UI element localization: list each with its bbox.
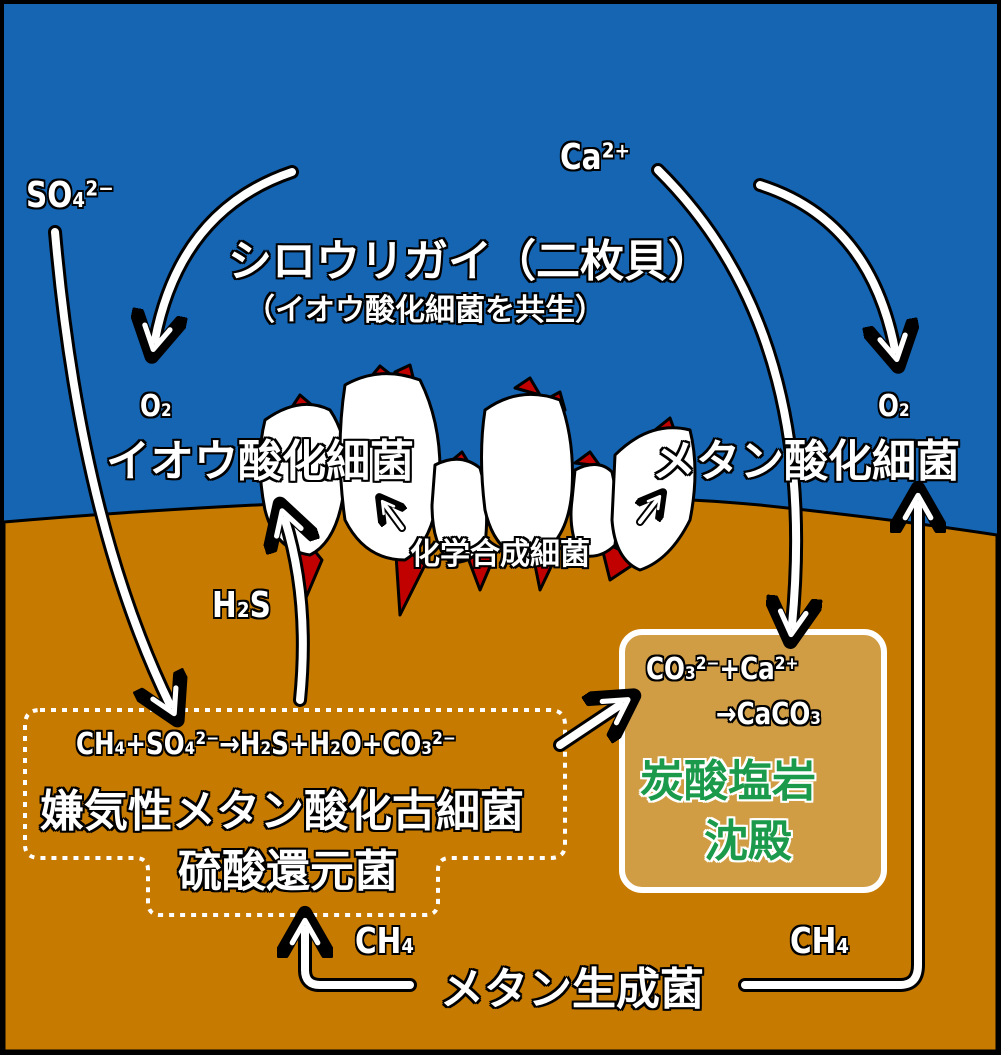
label-methanogen: メタン生成菌 [440,964,704,1015]
label-carbonate-eq1: CO₃²⁻+Ca²⁺ [646,652,799,687]
label-carbonate-rock: 炭酸塩岩 [640,756,816,807]
label-o2-right: O₂ [878,389,910,424]
label-ca: Ca²⁺ [560,137,631,178]
label-sulfur-oxidizer: イオウ酸化細菌 [106,436,414,487]
anaerobic-zone-box [23,708,567,917]
label-so4: SO₄²⁻ [26,175,114,216]
carbonate-box [619,629,887,893]
flow-arrows [48,163,918,992]
label-ch4-left: CH₄ [355,921,415,962]
label-anme: 嫌気性メタン酸化古細菌 [40,786,524,837]
label-reaction: CH₄+SO₄²⁻→H₂S+H₂O+CO₃²⁻ [76,727,456,762]
label-precipitation: 沈殿 [704,816,792,867]
label-ch4-right: CH₄ [790,921,850,962]
label-srb: 硫酸還元菌 [178,846,398,897]
label-carbonate-eq2: →CaCO₃ [716,697,822,732]
label-shirouri-sub: （イオウ酸化細菌を共生） [245,293,605,328]
label-h2s: H₂S [212,585,271,626]
label-methane-oxidizer: メタン酸化細菌 [652,436,960,487]
label-chemosynthetic: 化学合成細菌 [410,537,590,572]
label-o2-left: O₂ [140,389,172,424]
label-shirouri-title: シロウリガイ（二枚貝） [228,236,712,287]
